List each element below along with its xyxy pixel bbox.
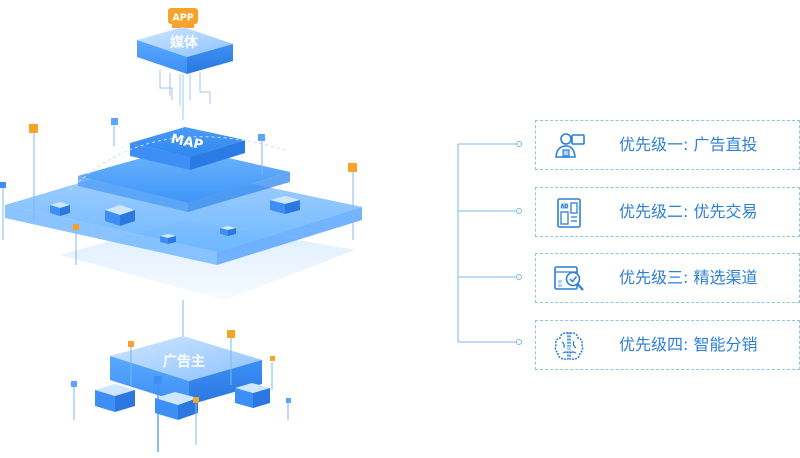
priority-card-4: 优先级四: 智能分销 — [535, 320, 800, 370]
priority-label-2: 优先级二: 优先交易 — [619, 202, 758, 221]
advertiser-pins — [71, 330, 291, 452]
map-platform: MAP — [0, 118, 362, 300]
media-label: 媒体 — [169, 34, 199, 51]
advertiser-block: 广告主 — [71, 330, 291, 452]
priority-card-3: 优先级三: 精选渠道 — [535, 253, 800, 303]
app-badge-label: APP — [172, 13, 193, 24]
ad-document-icon: AD — [557, 198, 581, 228]
person-screen-icon — [555, 133, 585, 158]
media-connectors — [159, 70, 211, 120]
priority-card-2: AD 优先级二: 优先交易 — [535, 187, 800, 237]
app-badge: APP — [168, 8, 198, 28]
priority-bracket — [457, 141, 522, 345]
svg-text:AD: AD — [560, 204, 568, 210]
priority-label-3: 优先级三: 精选渠道 — [619, 268, 758, 287]
magnifier-check-icon — [554, 266, 584, 291]
brain-icon — [554, 332, 584, 361]
priority-label-4: 优先级四: 智能分销 — [619, 335, 758, 354]
priority-label-1: 优先级一: 广告直投 — [619, 135, 758, 154]
platform-pins — [0, 118, 357, 265]
priority-card-1: 优先级一: 广告直投 — [535, 120, 800, 170]
advertiser-label: 广告主 — [163, 353, 205, 370]
platform-cubes — [50, 196, 300, 244]
media-block: APP 媒体 — [137, 8, 233, 120]
